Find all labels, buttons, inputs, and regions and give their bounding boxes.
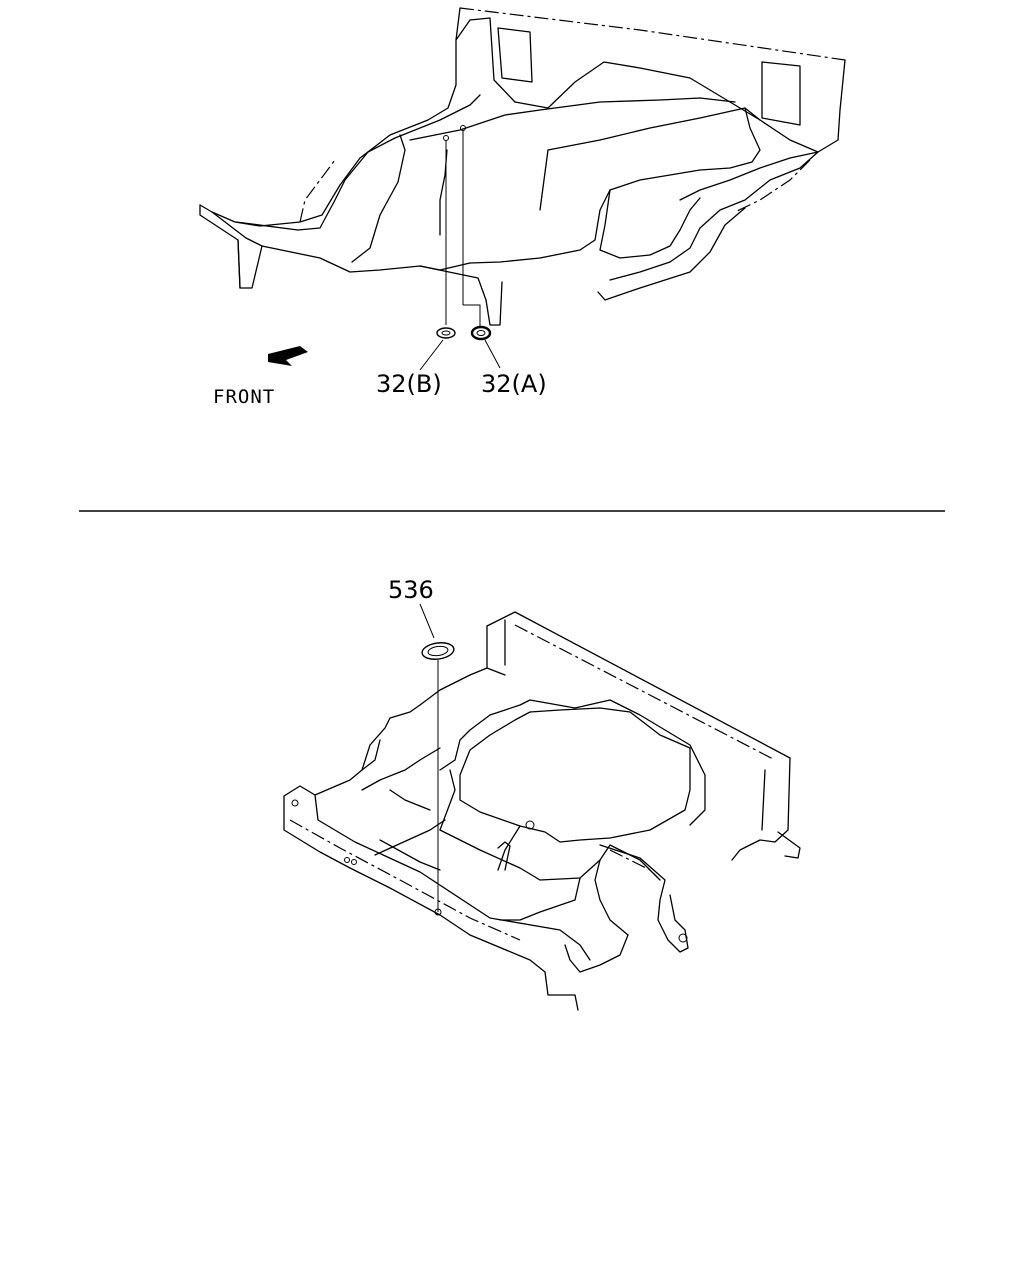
grommet-32a-icon <box>470 325 492 341</box>
lower-floor-panel <box>283 611 801 1011</box>
leader-32a <box>484 339 501 369</box>
leader-32b <box>419 339 444 371</box>
plug-536-icon <box>421 642 455 660</box>
callout-32a-label: 32(A) <box>481 370 547 398</box>
callout-32b-label: 32(B) <box>376 370 442 398</box>
callout-536-label: 536 <box>388 576 434 604</box>
front-direction-label: FRONT <box>213 386 275 408</box>
grommet-32b-icon <box>436 327 456 339</box>
upper-fastener-lines <box>443 125 481 326</box>
front-arrow-icon <box>268 346 308 366</box>
leader-536 <box>419 603 435 639</box>
upper-floor-panel <box>199 7 846 326</box>
